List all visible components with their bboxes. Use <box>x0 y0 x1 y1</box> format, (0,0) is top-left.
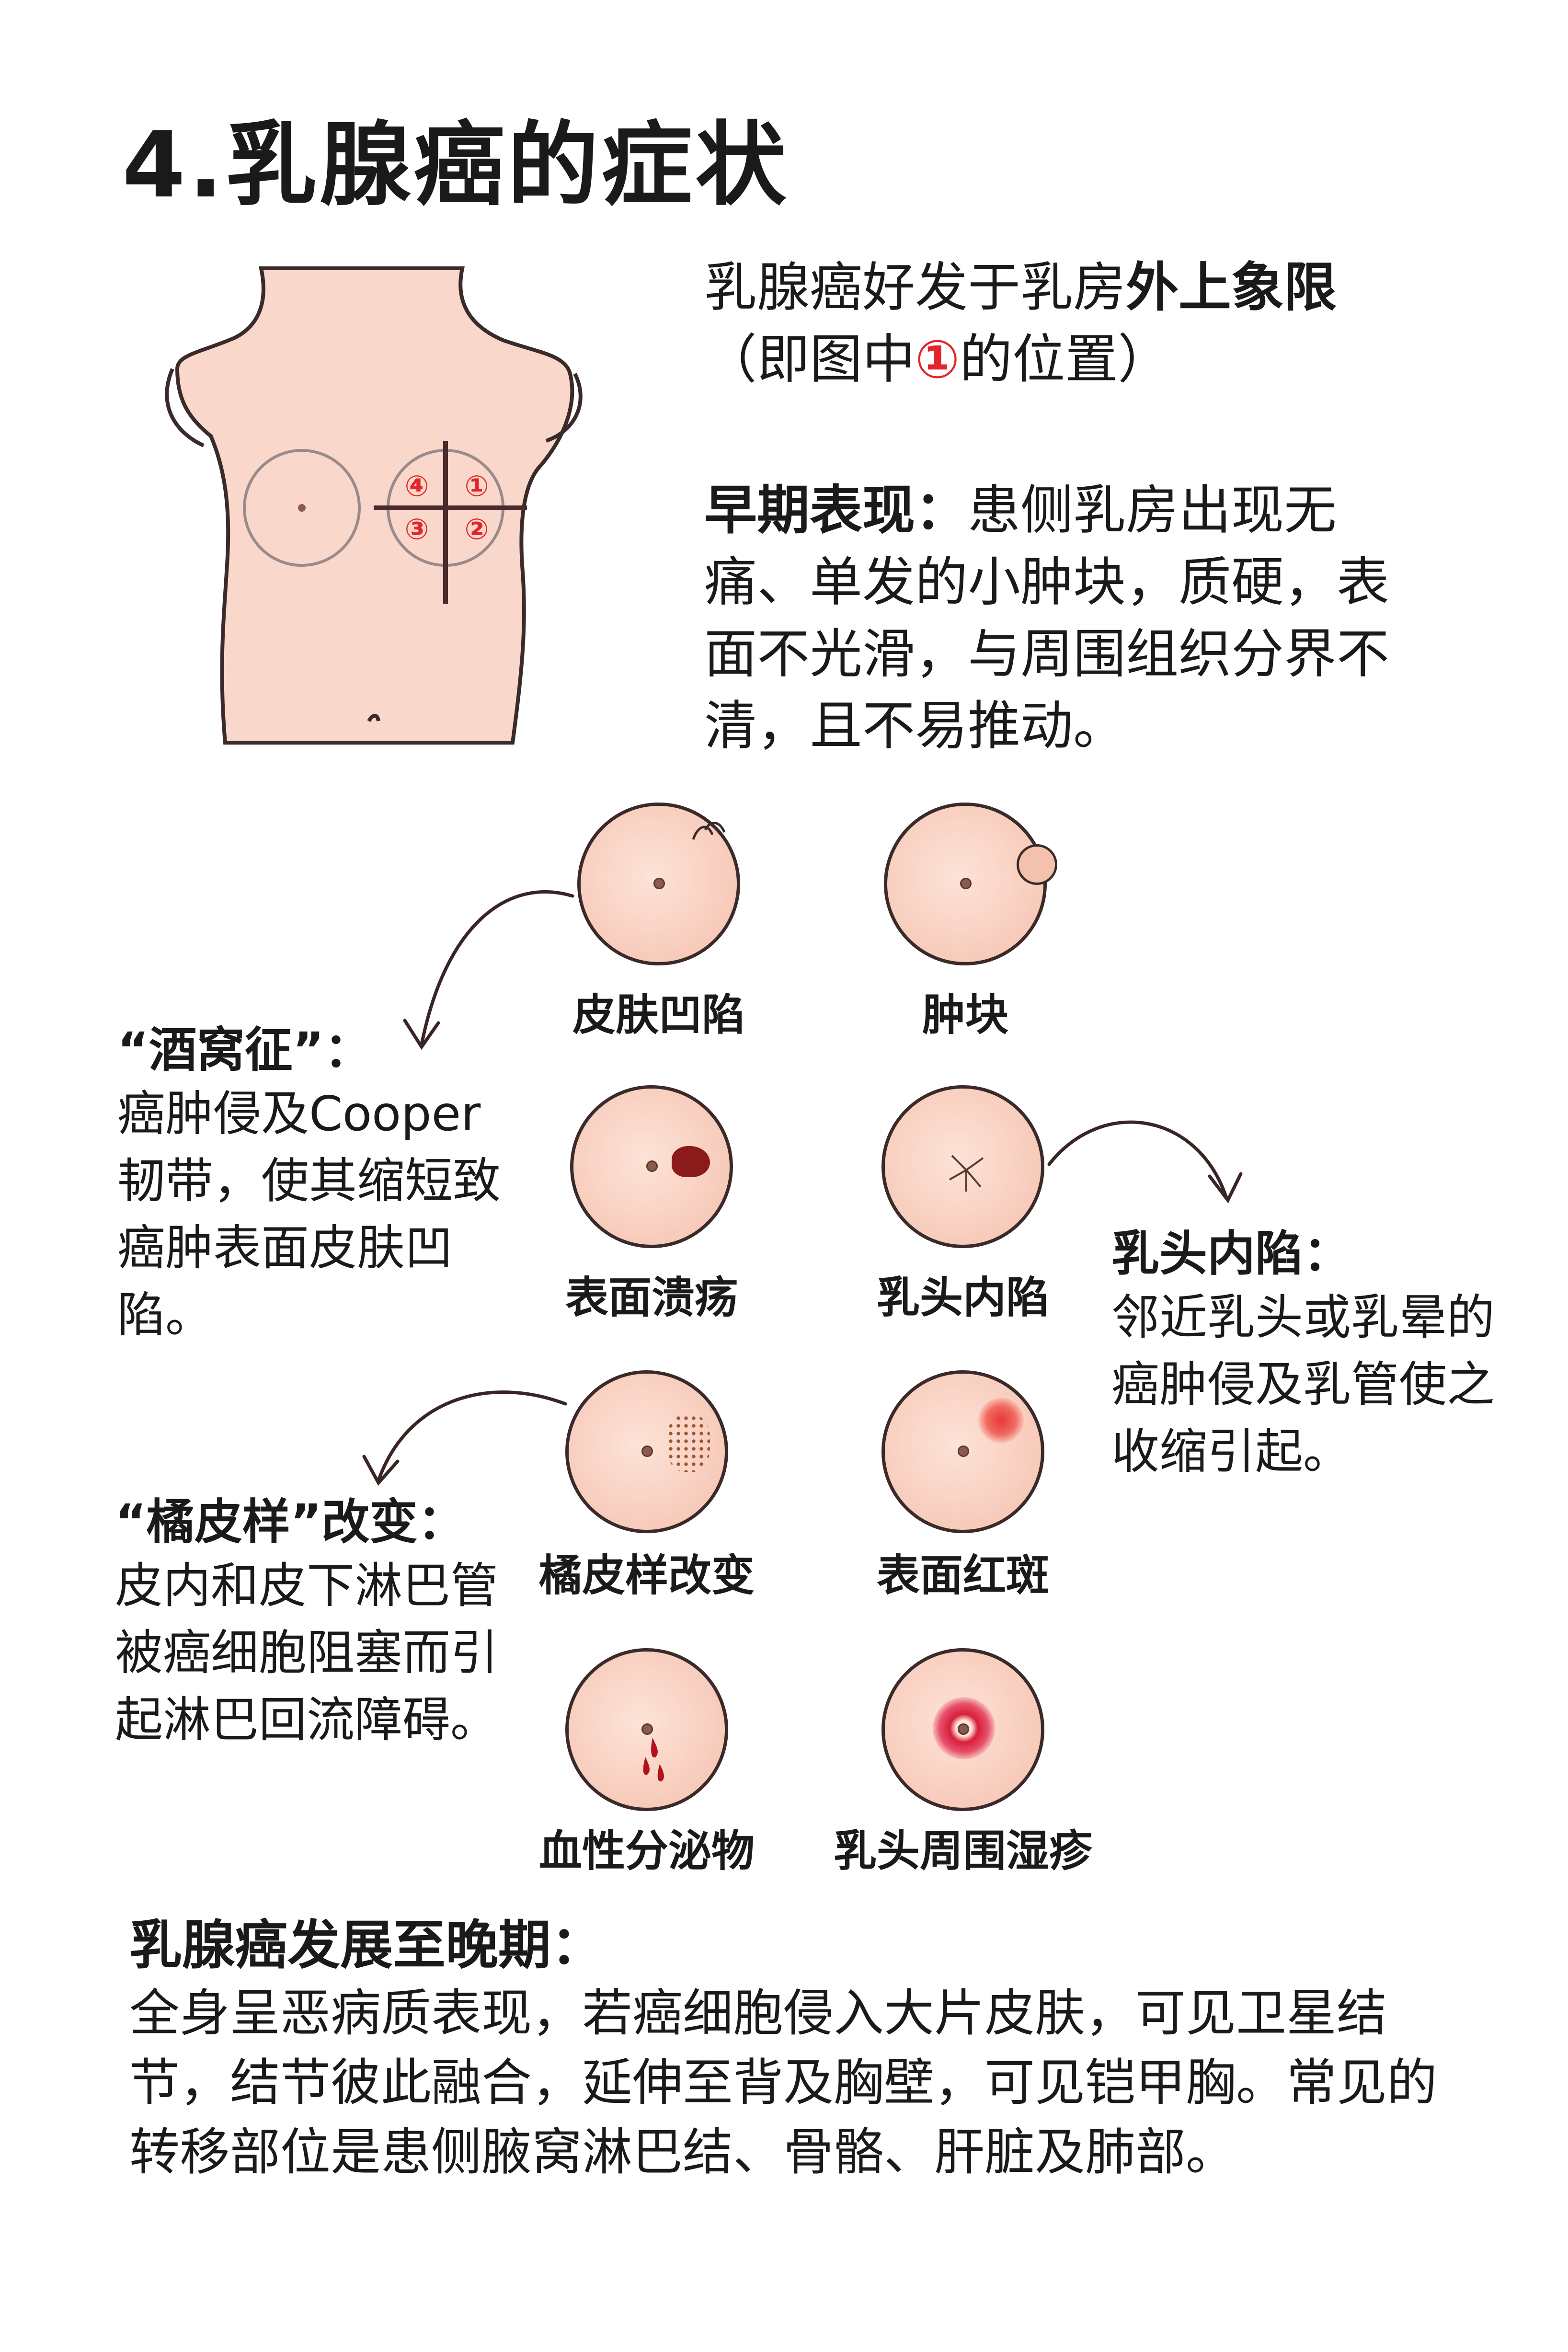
dimple-sign-title: “酒窝征”： <box>117 1022 372 1078</box>
intro-text: 乳腺癌好发于乳房外上象限 （即图中①的位置） <box>704 252 1519 395</box>
arrow-to-orange-note <box>377 1390 567 1482</box>
symptom-label-periareolar-eczema: 乳头周围湿疹 <box>834 1826 1092 1876</box>
symptom-label-surface-erythema: 表面红斑 <box>877 1550 1049 1601</box>
quadrant-label-4: ④ <box>405 470 429 503</box>
quadrant-1-mark: ① <box>915 329 960 390</box>
late-stage-text: 全身呈恶病质表现，若癌细胞侵入大片皮肤，可见卫星结节，结节彼此融合，延伸至背及胸… <box>129 1984 1438 2181</box>
surface-erythema-illustration <box>881 1370 1044 1533</box>
intro-line-1: 乳腺癌好发于乳房外上象限 <box>704 257 1337 318</box>
outer-upper-quadrant: 外上象限 <box>1126 257 1337 318</box>
page-title: 4.乳腺癌的症状 <box>122 112 790 218</box>
symptom-label-orange-peel: 橘皮样改变 <box>539 1550 755 1601</box>
orange-peel-text: 皮内和皮下淋巴管被癌细胞阻塞而引起淋巴回流障碍。 <box>115 1558 498 1748</box>
surface-ulcer-illustration <box>570 1085 733 1248</box>
early-label: 早期表现： <box>704 480 968 541</box>
orange-peel-note: “橘皮样”改变： 皮内和皮下淋巴管被癌细胞阻塞而引起淋巴回流障碍。 <box>115 1483 522 1754</box>
late-stage-section: 乳腺癌发展至晚期： 全身呈恶病质表现，若癌细胞侵入大片皮肤，可见卫星结节，结节彼… <box>129 1902 1471 2187</box>
nipple-retraction-note: 乳头内陷： 邻近乳头或乳晕的癌肿侵及乳管使之收缩引起。 <box>1111 1215 1504 1485</box>
lump-illustration <box>884 803 1057 965</box>
dimple-sign-note: “酒窝征”： 癌肿侵及Cooper韧带，使其缩短致癌肿表面皮肤凹陷。 <box>117 1011 515 1349</box>
intro-line-2: （即图中①的位置） <box>704 329 1171 390</box>
orange-peel-title: “橘皮样”改变： <box>115 1494 466 1550</box>
arrow-to-dimple-note <box>420 890 574 1046</box>
early-manifestation: 早期表现：患侧乳房出现无痛、单发的小肿块，质硬，表面不光滑，与周围组织分界不清，… <box>704 474 1423 762</box>
symptom-label-lump: 肿块 <box>922 990 1008 1040</box>
orange-peel-illustration <box>565 1370 728 1533</box>
symptom-label-skin-dimpling: 皮肤凹陷 <box>572 990 745 1040</box>
nipple-retraction-illustration <box>881 1085 1044 1248</box>
bloody-discharge-illustration <box>565 1648 728 1811</box>
symptom-label-surface-ulcer: 表面溃疡 <box>565 1273 738 1323</box>
quadrant-label-1: ① <box>465 470 489 503</box>
periareolar-eczema-illustration <box>881 1648 1044 1811</box>
skin-dimpling-illustration <box>577 803 740 965</box>
nipple-retraction-text: 邻近乳头或乳晕的癌肿侵及乳管使之收缩引起。 <box>1111 1289 1495 1480</box>
dimple-sign-text: 癌肿侵及Cooper韧带，使其缩短致癌肿表面皮肤凹陷。 <box>117 1086 501 1343</box>
late-stage-title: 乳腺癌发展至晚期： <box>129 1915 604 1976</box>
arrow-to-retraction-note <box>1047 1120 1228 1200</box>
quadrant-label-2: ② <box>465 513 489 546</box>
nipple-retraction-title: 乳头内陷： <box>1111 1226 1351 1282</box>
quadrant-label-3: ③ <box>405 513 429 546</box>
early-text: 患侧乳房出现无痛、单发的小肿块，质硬，表面不光滑，与周围组织分界不清，且不易推动… <box>704 480 1389 757</box>
torso-illustration: ① ② ③ ④ <box>165 266 583 745</box>
symptom-label-nipple-retraction: 乳头内陷 <box>877 1273 1049 1323</box>
symptom-label-bloody-discharge: 血性分泌物 <box>539 1826 755 1876</box>
